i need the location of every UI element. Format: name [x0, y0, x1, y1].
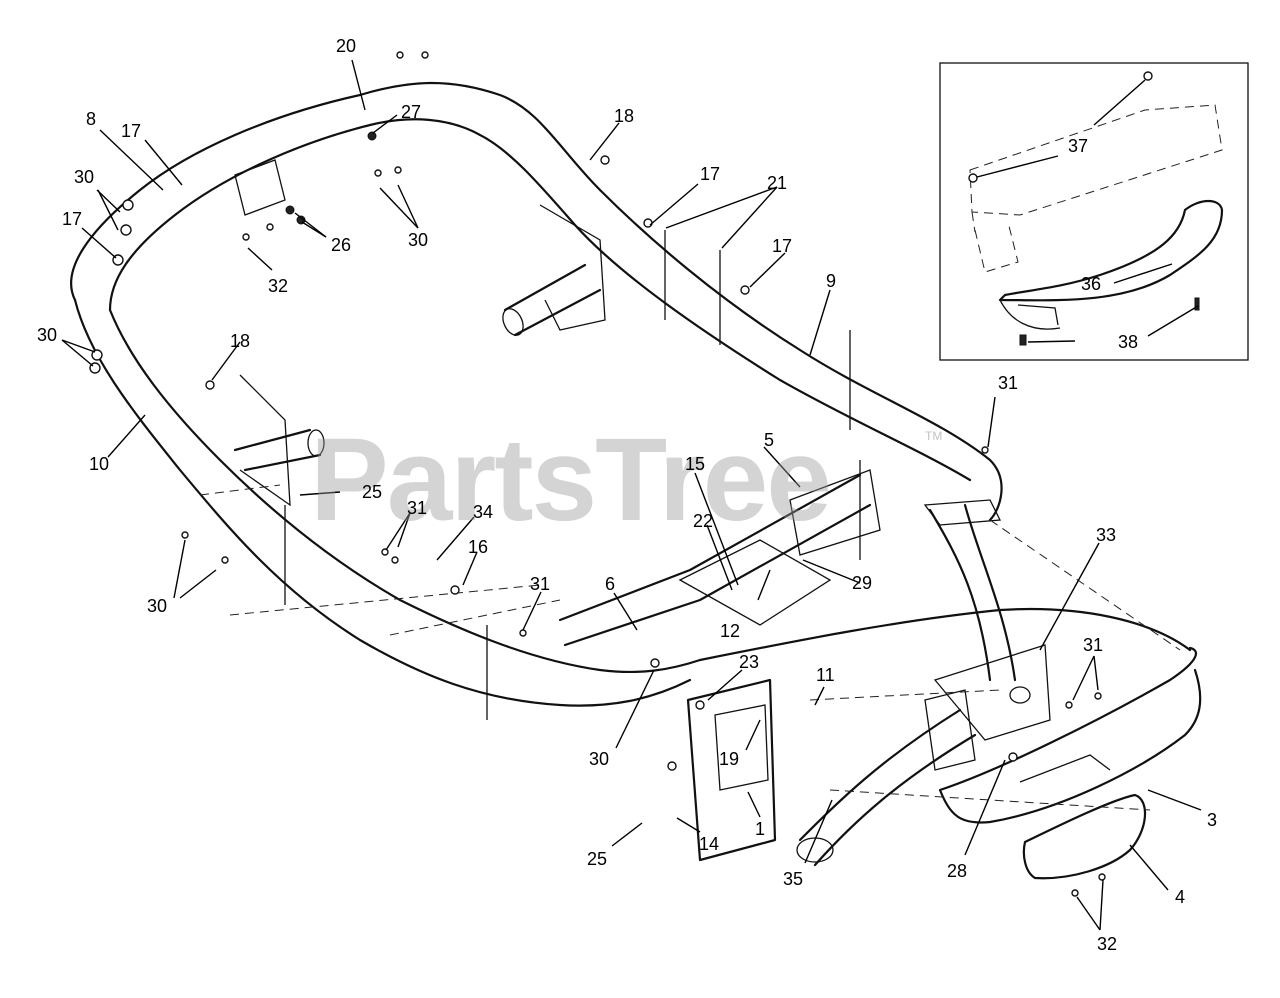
- callout-22[interactable]: 22: [693, 511, 713, 531]
- callout-5[interactable]: 5: [764, 430, 774, 450]
- callout-31[interactable]: 31: [998, 373, 1018, 393]
- callout-29[interactable]: 29: [852, 573, 872, 593]
- front-bumper: [938, 646, 1202, 824]
- callout-37[interactable]: 37: [1068, 136, 1088, 156]
- callouts: 20 27 8 17 18 30 17 26 30 32 17 21 17 9 …: [37, 36, 1217, 954]
- callout-18[interactable]: 18: [614, 106, 634, 126]
- callout-9[interactable]: 9: [826, 271, 836, 291]
- callout-17[interactable]: 17: [772, 236, 792, 256]
- inset-bumper-bar: [998, 199, 1224, 302]
- callout-19[interactable]: 19: [719, 749, 739, 769]
- rear-axle: [503, 263, 602, 337]
- callout-16[interactable]: 16: [468, 537, 488, 557]
- callout-26[interactable]: 26: [331, 235, 351, 255]
- inset-border: [939, 62, 1249, 361]
- callout-27[interactable]: 27: [401, 102, 421, 122]
- callout-8[interactable]: 8: [86, 109, 96, 129]
- callout-30[interactable]: 30: [74, 167, 94, 187]
- main-frame: [70, 81, 1202, 880]
- callout-25[interactable]: 25: [362, 482, 382, 502]
- front-cover: [1022, 793, 1147, 880]
- callout-33[interactable]: 33: [1096, 525, 1116, 545]
- callout-21[interactable]: 21: [767, 173, 787, 193]
- callout-30[interactable]: 30: [37, 325, 57, 345]
- callout-30[interactable]: 30: [589, 749, 609, 769]
- callout-10[interactable]: 10: [89, 454, 109, 474]
- callout-6[interactable]: 6: [605, 574, 615, 594]
- callout-35[interactable]: 35: [783, 869, 803, 889]
- frame-left-rail: [73, 298, 692, 707]
- callout-30[interactable]: 30: [147, 596, 167, 616]
- callout-28[interactable]: 28: [947, 861, 967, 881]
- callout-36[interactable]: 36: [1081, 274, 1101, 294]
- steering-column: [928, 503, 1017, 682]
- callout-17[interactable]: 17: [62, 209, 82, 229]
- front-cross-tube: [698, 607, 1192, 662]
- callout-32[interactable]: 32: [268, 276, 288, 296]
- callout-17[interactable]: 17: [121, 121, 141, 141]
- callout-38[interactable]: 38: [1118, 332, 1138, 352]
- watermark-text: PartsTree: [310, 414, 830, 546]
- callout-18[interactable]: 18: [230, 331, 250, 351]
- callout-1[interactable]: 1: [755, 819, 765, 839]
- callout-4[interactable]: 4: [1175, 887, 1185, 907]
- inset-detail: [939, 62, 1249, 361]
- frame-tube-inner: [108, 118, 972, 482]
- callout-23[interactable]: 23: [739, 652, 759, 672]
- callout-25[interactable]: 25: [587, 849, 607, 869]
- callout-3[interactable]: 3: [1207, 810, 1217, 830]
- callout-11[interactable]: 11: [816, 665, 835, 685]
- leader-lines: [61, 59, 1202, 931]
- hitch-bar: [798, 708, 977, 867]
- callout-14[interactable]: 14: [699, 834, 719, 854]
- frame-tube-outer: [70, 81, 1003, 522]
- callout-31[interactable]: 31: [1083, 635, 1103, 655]
- callout-30[interactable]: 30: [408, 230, 428, 250]
- callout-12[interactable]: 12: [720, 621, 740, 641]
- callout-15[interactable]: 15: [685, 454, 705, 474]
- bracket-1: [686, 678, 777, 862]
- center-cross-member: [558, 473, 872, 647]
- callout-32[interactable]: 32: [1097, 934, 1117, 954]
- callout-17[interactable]: 17: [700, 164, 720, 184]
- callout-31[interactable]: 31: [530, 574, 550, 594]
- watermark-trademark: TM: [925, 429, 942, 443]
- callout-34[interactable]: 34: [473, 502, 493, 522]
- callout-31[interactable]: 31: [407, 498, 427, 518]
- watermark: PartsTree TM: [310, 414, 942, 546]
- callout-20[interactable]: 20: [336, 36, 356, 56]
